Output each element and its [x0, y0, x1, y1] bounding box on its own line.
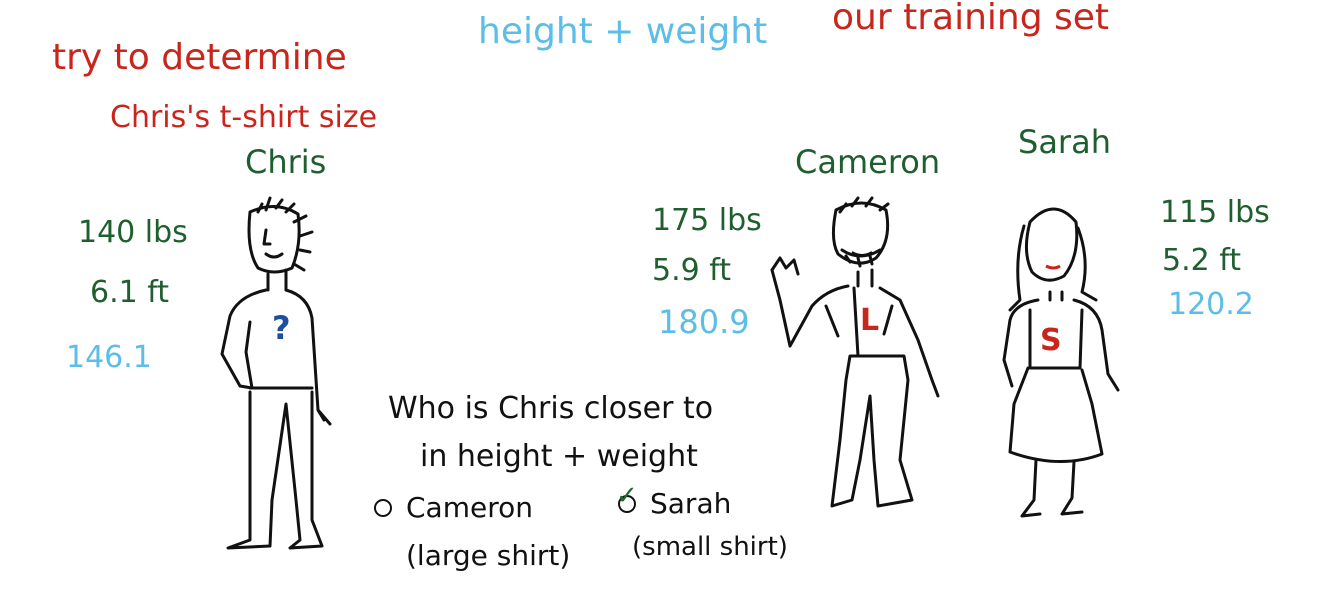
sarah-height: 5.2 ft — [1162, 243, 1242, 278]
radio-unchecked-icon[interactable] — [374, 499, 392, 517]
training-set-heading: our training set — [832, 0, 1110, 38]
sarah-figure — [1002, 207, 1120, 518]
cameron-shirt-letter: L — [860, 303, 880, 338]
task-heading-line1: try to determine — [52, 37, 347, 78]
cameron-figure — [770, 196, 940, 508]
cameron-sum: 180.9 — [658, 303, 750, 341]
chris-name: Chris — [245, 143, 327, 181]
cameron-name: Cameron — [795, 143, 941, 181]
chris-weight: 140 lbs — [78, 215, 188, 250]
option-sarah-sub: (small shirt) — [632, 532, 788, 562]
checkmark-icon: ✓ — [616, 481, 638, 511]
sarah-weight: 115 lbs — [1160, 195, 1270, 230]
chris-figure — [220, 196, 332, 550]
features-heading: height + weight — [478, 11, 768, 52]
chris-height: 6.1 ft — [90, 275, 170, 310]
option-sarah-label: Sarah — [650, 487, 732, 520]
chris-shirt-letter: ? — [272, 309, 291, 347]
sarah-name: Sarah — [1018, 123, 1111, 161]
option-cameron-label: Cameron — [406, 491, 533, 524]
option-sarah[interactable]: ✓ Sarah — [616, 483, 732, 520]
task-heading-line2: Chris's t-shirt size — [110, 100, 378, 135]
chris-sum: 146.1 — [66, 340, 152, 375]
question-line1: Who is Chris closer to — [388, 391, 714, 426]
cameron-height: 5.9 ft — [652, 253, 732, 288]
cameron-weight: 175 lbs — [652, 203, 762, 238]
sarah-shirt-letter: S — [1040, 323, 1062, 358]
question-line2: in height + weight — [420, 439, 698, 474]
sarah-sum: 120.2 — [1168, 287, 1254, 322]
option-cameron[interactable]: Cameron — [374, 494, 533, 522]
option-cameron-sub: (large shirt) — [406, 539, 571, 572]
radio-checked-icon[interactable]: ✓ — [616, 483, 638, 513]
